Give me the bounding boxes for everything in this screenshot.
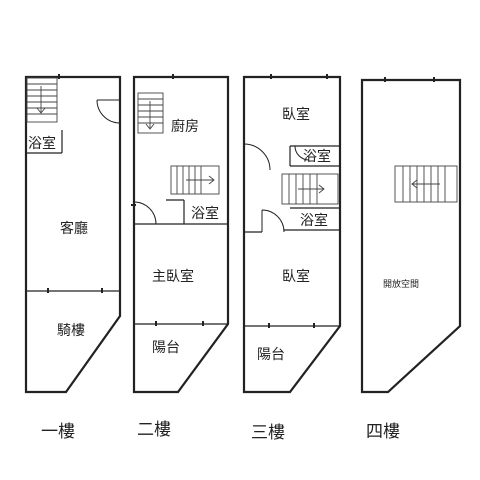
floor-1-arcade-label: 騎樓 xyxy=(57,323,85,339)
floor-1-plan xyxy=(24,74,122,394)
floor-4-title: 四樓 xyxy=(366,422,400,442)
floor-2-master-label: 主臥室 xyxy=(152,269,194,285)
floor-4-stair xyxy=(394,165,458,203)
floor-3-bath-top-label: 浴室 xyxy=(303,149,331,165)
floor-4-plan xyxy=(360,77,462,394)
floor-3-bath-mid-label: 浴室 xyxy=(300,213,328,229)
floor-2-stair-top xyxy=(137,92,164,134)
floor-2-bath-label: 浴室 xyxy=(191,206,219,222)
floor-3-balcony-label: 陽台 xyxy=(257,347,285,363)
floor-3-bedroom-main-label: 臥室 xyxy=(282,269,310,285)
floor-2-balcony-label: 陽台 xyxy=(152,340,180,356)
floor-2-kitchen-label: 廚房 xyxy=(171,119,199,135)
floor-2-title: 二樓 xyxy=(137,420,171,440)
floor-1-stair xyxy=(26,77,58,123)
floor-4-open-space-label: 開放空間 xyxy=(383,280,420,290)
floor-3-title: 三樓 xyxy=(251,423,285,443)
floor-3-stair xyxy=(281,173,339,205)
floor-3-plan xyxy=(242,74,342,394)
floor-1-living-label: 客廳 xyxy=(60,221,88,237)
floor-2-stair-mid xyxy=(170,165,220,195)
floor-3-bedroom-top-label: 臥室 xyxy=(282,107,310,123)
floor-1-bath-label: 浴室 xyxy=(28,136,56,152)
floor-1-title: 一樓 xyxy=(41,422,75,442)
floor-2-plan xyxy=(131,74,230,394)
